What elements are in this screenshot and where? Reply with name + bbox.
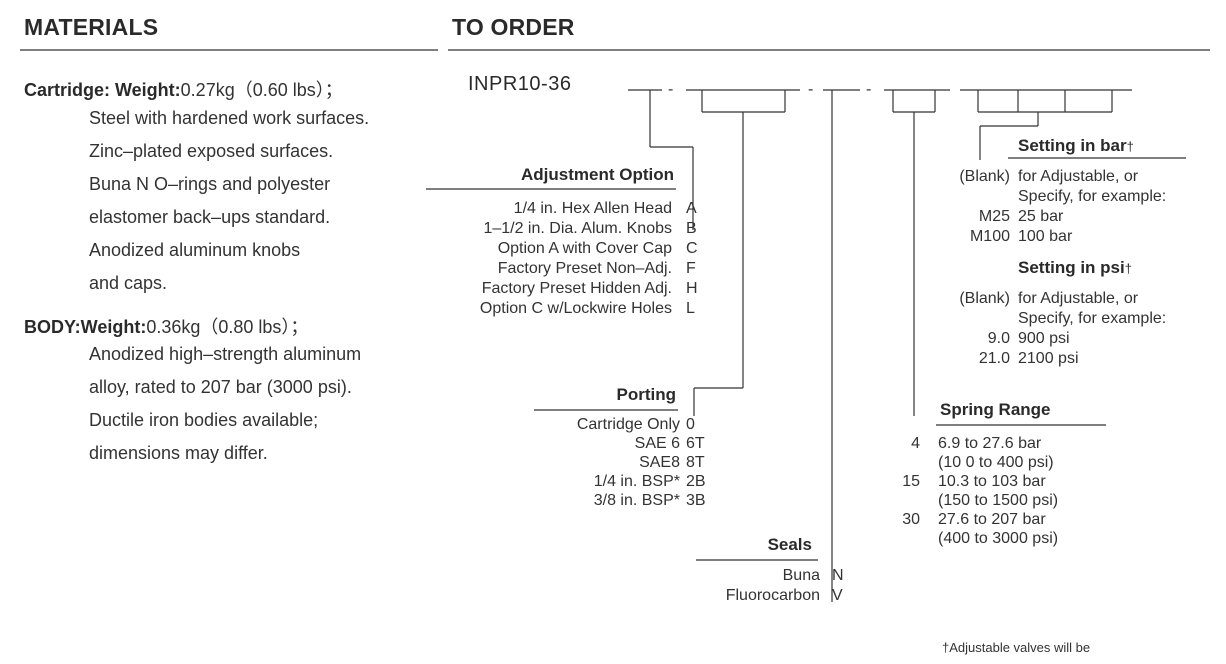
adjustment-title: Adjustment Option (521, 165, 674, 184)
setting-code: M25 (978, 208, 1010, 225)
body-weight-label: BODY:Weight: (24, 317, 147, 337)
setting-code: (Blank) (959, 290, 1010, 307)
seals-option-label: Buna (782, 567, 820, 584)
setting-code: M100 (969, 228, 1010, 245)
porting-option-label: Cartridge Only (576, 416, 680, 433)
porting-title: Porting (616, 385, 677, 404)
adjustment-option-code: H (686, 280, 698, 297)
adjustment-option-code: L (686, 300, 695, 317)
cartridge-line: Anodized aluminum knobs (89, 240, 301, 260)
setting-text: Specify, for example: (1018, 310, 1167, 327)
porting-option-label: 1/4 in. BSP* (593, 473, 680, 490)
body-weight-value: 0.36kg（0.80 lbs）； (146, 317, 309, 337)
body-line: alloy, rated to 207 bar (3000 psi). (89, 377, 352, 397)
setting-text: Specify, for example: (1018, 188, 1167, 205)
adjustment-option-label: 1–1/2 in. Dia. Alum. Knobs (483, 220, 672, 237)
porting-option-code: 6T (686, 435, 705, 452)
setting-bar-dagger: † (1126, 139, 1134, 154)
seals-option-code: N (832, 567, 844, 584)
model-code: INPR10-36 (468, 73, 572, 95)
setting-code: 9.0 (987, 330, 1010, 347)
setting-psi-title: Setting in psi† (1018, 258, 1132, 278)
to-order-heading: TO ORDER (452, 14, 575, 40)
adjustment-option-code: A (686, 200, 697, 217)
seals-title: Seals (767, 535, 812, 554)
setting-text: 100 bar (1018, 228, 1073, 245)
body-weight-line: BODY:Weight:0.36kg（0.80 lbs）； (24, 313, 308, 339)
setting-bar-title-text: Setting in bar (1018, 136, 1127, 155)
body-line: Anodized high–strength aluminum (89, 344, 362, 364)
setting-text: 2100 psi (1018, 350, 1079, 367)
porting-option-label: SAE8 (639, 454, 680, 471)
body-line: dimensions may differ. (89, 443, 268, 463)
setting-psi-dagger: † (1124, 261, 1132, 276)
porting-option-label: SAE 6 (634, 435, 680, 452)
cartridge-line: Buna N O–rings and polyester (89, 174, 331, 194)
setting-bar-title: Setting in bar† (1018, 136, 1134, 156)
footnote: †Adjustable valves will be (942, 640, 1091, 655)
setting-code: (Blank) (959, 168, 1010, 185)
svg-text:-: - (866, 81, 871, 98)
materials-heading: MATERIALS (24, 14, 159, 40)
spring-option-range-bar: 10.3 to 103 bar (938, 473, 1046, 490)
porting-option-label: 3/8 in. BSP* (593, 492, 680, 509)
cartridge-line: and caps. (89, 273, 168, 293)
adjustment-option-code: F (686, 260, 696, 277)
svg-text:-: - (808, 81, 813, 98)
adjustment-option-label: Option C w/Lockwire Holes (479, 300, 672, 317)
spring-option-code: 4 (911, 435, 920, 452)
setting-psi-title-text: Setting in psi (1018, 258, 1125, 277)
adjustment-option-code: C (686, 240, 698, 257)
cartridge-weight-line: Cartridge: Weight:0.27kg（0.60 lbs）； (24, 76, 343, 102)
porting-option-code: 0 (686, 416, 695, 433)
setting-text: for Adjustable, or (1018, 168, 1139, 185)
porting-option-code: 2B (686, 473, 706, 490)
spring-option-range-bar: 27.6 to 207 bar (938, 511, 1046, 528)
adjustment-option-label: Factory Preset Hidden Adj. (481, 280, 672, 297)
adjustment-option-label: Factory Preset Non–Adj. (497, 260, 672, 277)
adjustment-option-label: Option A with Cover Cap (497, 240, 672, 257)
spring-option-code: 15 (902, 473, 920, 490)
spring-option-code: 30 (902, 511, 920, 528)
setting-text: 900 psi (1018, 330, 1070, 347)
setting-text: for Adjustable, or (1018, 290, 1139, 307)
spring-option-range-bar: 6.9 to 27.6 bar (938, 435, 1042, 452)
spring-title: Spring Range (940, 400, 1051, 419)
porting-option-code: 3B (686, 492, 706, 509)
porting-option-code: 8T (686, 454, 705, 471)
adjustment-option-label: 1/4 in. Hex Allen Head (513, 200, 672, 217)
svg-text:-: - (668, 81, 673, 98)
adjustment-option-code: B (686, 220, 697, 237)
seals-option-label: Fluorocarbon (725, 587, 820, 604)
body-line: Ductile iron bodies available; (89, 410, 319, 430)
setting-code: 21.0 (978, 350, 1010, 367)
cartridge-line: elastomer back–ups standard. (89, 207, 331, 227)
setting-text: 25 bar (1018, 208, 1064, 225)
cartridge-line: Steel with hardened work surfaces. (89, 108, 370, 128)
cartridge-line: Zinc–plated exposed surfaces. (89, 141, 334, 161)
cartridge-weight-value: 0.27kg（0.60 lbs）； (180, 80, 343, 100)
spring-option-range-psi: (150 to 1500 psi) (938, 492, 1059, 509)
spring-option-range-psi: (10 0 to 400 psi) (938, 454, 1054, 471)
cartridge-weight-label: Cartridge: Weight: (24, 80, 181, 100)
seals-option-code: V (832, 587, 843, 604)
spring-option-range-psi: (400 to 3000 psi) (938, 530, 1059, 547)
